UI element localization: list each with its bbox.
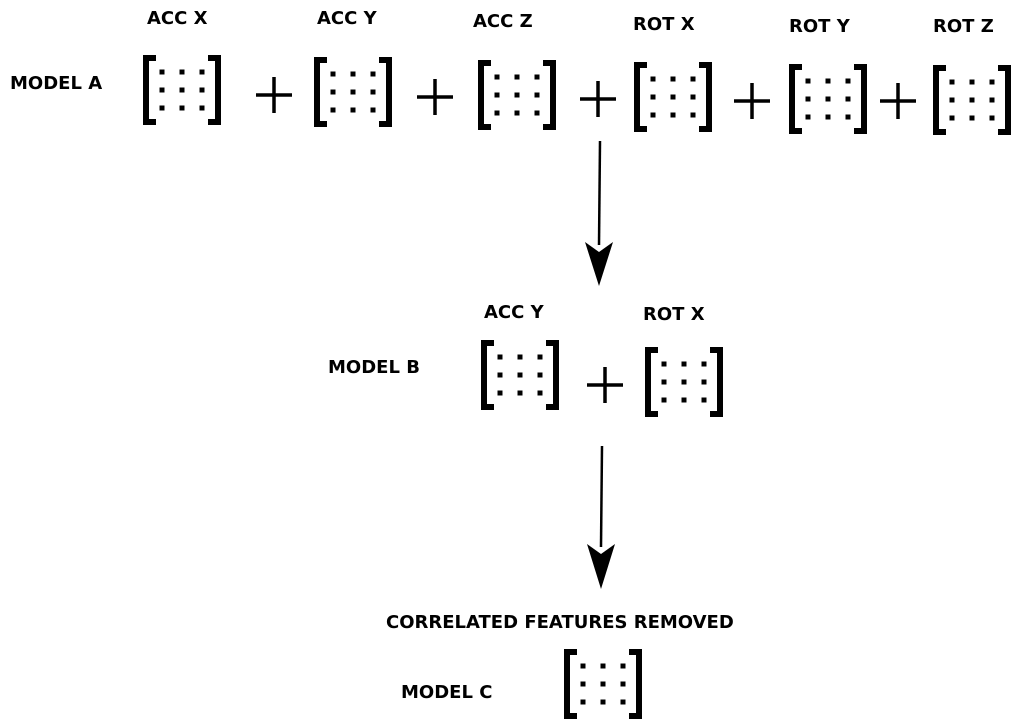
model-a-feature-acc-x: ACC X [147,8,208,29]
model-b-feature-acc-y: ACC Y [484,302,545,323]
matrix-icon [634,62,712,132]
matrix-icon [933,65,1011,135]
plus-icon [587,367,623,403]
model-a-feature-rot-y: ROT Y [789,16,851,37]
matrix-icon [789,64,867,134]
model-c-row: CORRELATED FEATURES REMOVED MODEL C [386,612,734,719]
model-a-feature-rot-z: ROT Z [933,16,994,37]
model-a-feature-acc-y: ACC Y [317,8,378,29]
matrix-icon [481,340,559,410]
matrix-icon [314,57,392,127]
model-c-caption: CORRELATED FEATURES REMOVED [386,612,734,633]
matrix-icon [564,649,642,719]
model-a-feature-rot-x: ROT X [633,14,695,35]
model-c-label: MODEL C [401,682,492,703]
plus-icon [734,83,770,119]
model-b-row: MODEL B ACC Y ROT X [328,302,723,417]
plus-icon [256,77,292,113]
model-b-label: MODEL B [328,357,420,378]
model-a-row: MODEL A ACC X ACC Y ACC Z ROT X ROT Y RO… [10,8,1011,135]
model-b-feature-rot-x: ROT X [643,304,705,325]
plus-icon [417,79,453,115]
arrow-down-icon [587,445,615,589]
plus-icon [580,81,616,117]
plus-icon [880,83,916,119]
matrix-icon [143,55,221,125]
model-a-feature-acc-z: ACC Z [473,11,533,32]
matrix-icon [645,347,723,417]
arrow-down-icon [585,140,613,286]
model-a-label: MODEL A [10,73,102,94]
matrix-icon [478,60,556,130]
